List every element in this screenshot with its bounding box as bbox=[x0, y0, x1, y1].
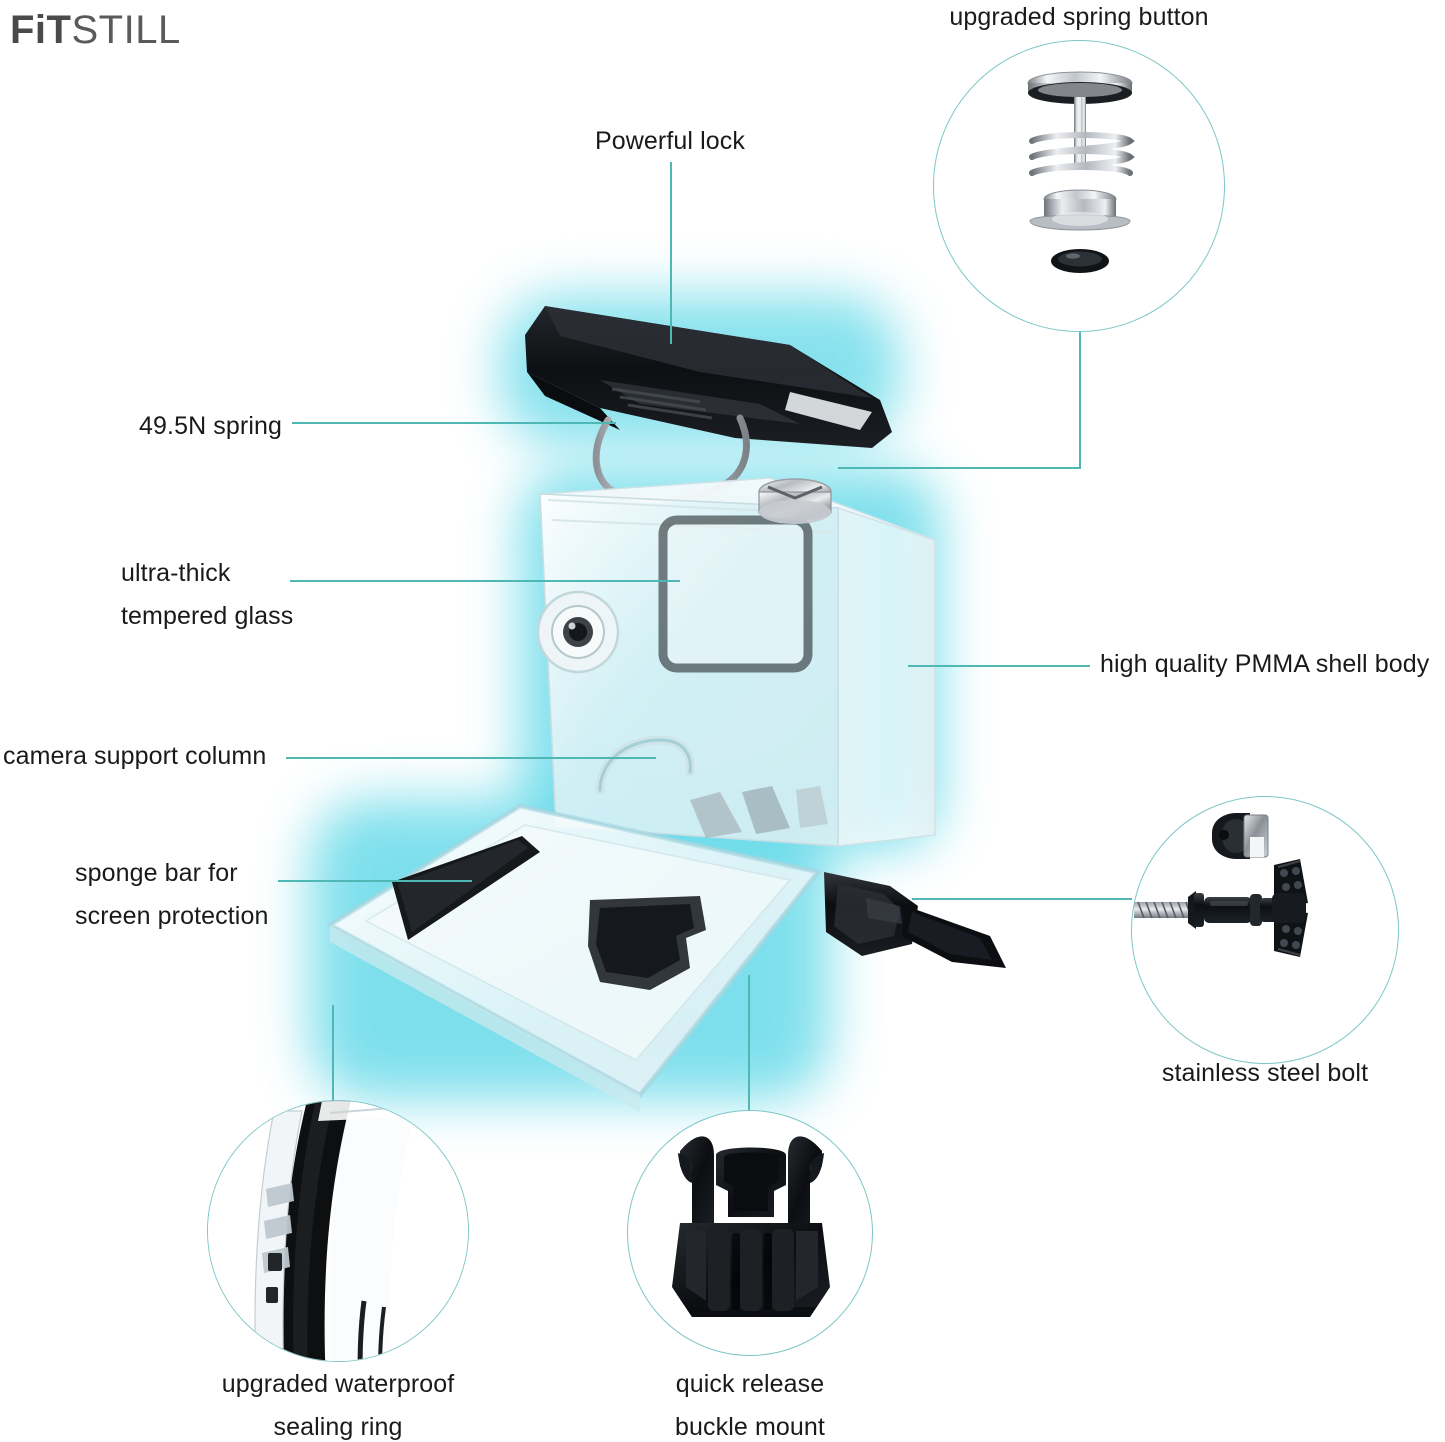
buckle-center-tab bbox=[716, 1147, 786, 1217]
clear-shell-art bbox=[536, 477, 936, 847]
lens-port bbox=[536, 590, 620, 674]
button-base bbox=[1029, 189, 1131, 231]
buckle-prong-right bbox=[788, 1136, 824, 1227]
door-lid-art bbox=[325, 803, 823, 1112]
leader-tempered-glass bbox=[290, 580, 680, 582]
logo-still-text: STILL bbox=[71, 8, 181, 52]
label-spring-force: 49.5N spring bbox=[139, 412, 282, 440]
label-upgraded-spring-button: upgraded spring button bbox=[949, 3, 1209, 31]
lock-lever-art bbox=[525, 306, 892, 448]
label-stainless-steel-bolt: stainless steel bolt bbox=[1161, 1059, 1369, 1087]
logo-fit-text: FiT bbox=[10, 8, 72, 52]
leader-camera-support-column bbox=[286, 757, 656, 759]
bolt-wing-head bbox=[1272, 859, 1308, 957]
label-pmma-shell-body: high quality PMMA shell body bbox=[1100, 650, 1430, 678]
thumbscrew-bolt-art bbox=[824, 872, 1006, 968]
bubble-upgraded-spring-button bbox=[933, 40, 1225, 332]
bolt-barrel bbox=[1188, 891, 1278, 929]
bubble-waterproof-sealing-ring bbox=[207, 1100, 469, 1362]
leader-sponge-bar bbox=[278, 880, 472, 882]
label-sponge-bar: sponge bar for screen protection bbox=[75, 859, 269, 930]
leader-buckle-mount bbox=[748, 975, 750, 1115]
label-tempered-glass: ultra-thick tempered glass bbox=[121, 559, 294, 630]
leader-powerful-lock bbox=[670, 162, 672, 344]
leader-stainless-bolt bbox=[912, 898, 1132, 900]
label-camera-support-column: camera support column bbox=[3, 742, 267, 770]
leader-pmma-shell bbox=[908, 665, 1090, 667]
button-o-ring bbox=[1051, 249, 1109, 273]
label-waterproof-sealing-ring: upgraded waterproof sealing ring bbox=[221, 1370, 455, 1441]
leader-sealing-ring bbox=[332, 1005, 334, 1105]
label-quick-release-buckle-mount: quick release buckle mount bbox=[675, 1370, 825, 1441]
bubble-stainless-steel-bolt bbox=[1131, 796, 1399, 1064]
button-disc-cap bbox=[1027, 71, 1133, 104]
buckle-base-plate bbox=[672, 1223, 830, 1317]
leader-spring-button-horz bbox=[838, 467, 1081, 469]
spring-button-art bbox=[758, 478, 832, 524]
buckle-prong-left bbox=[678, 1136, 714, 1227]
bubble-quick-release-buckle-mount bbox=[627, 1110, 873, 1356]
coil-spring bbox=[1029, 132, 1135, 176]
brand-logo: FiTSTILL bbox=[10, 8, 181, 53]
threaded-shaft bbox=[1134, 901, 1192, 919]
leader-spring-force bbox=[292, 422, 616, 424]
cap-nut bbox=[1212, 813, 1269, 859]
leader-spring-button-vert bbox=[1079, 318, 1081, 468]
label-powerful-lock: Powerful lock bbox=[595, 127, 745, 155]
